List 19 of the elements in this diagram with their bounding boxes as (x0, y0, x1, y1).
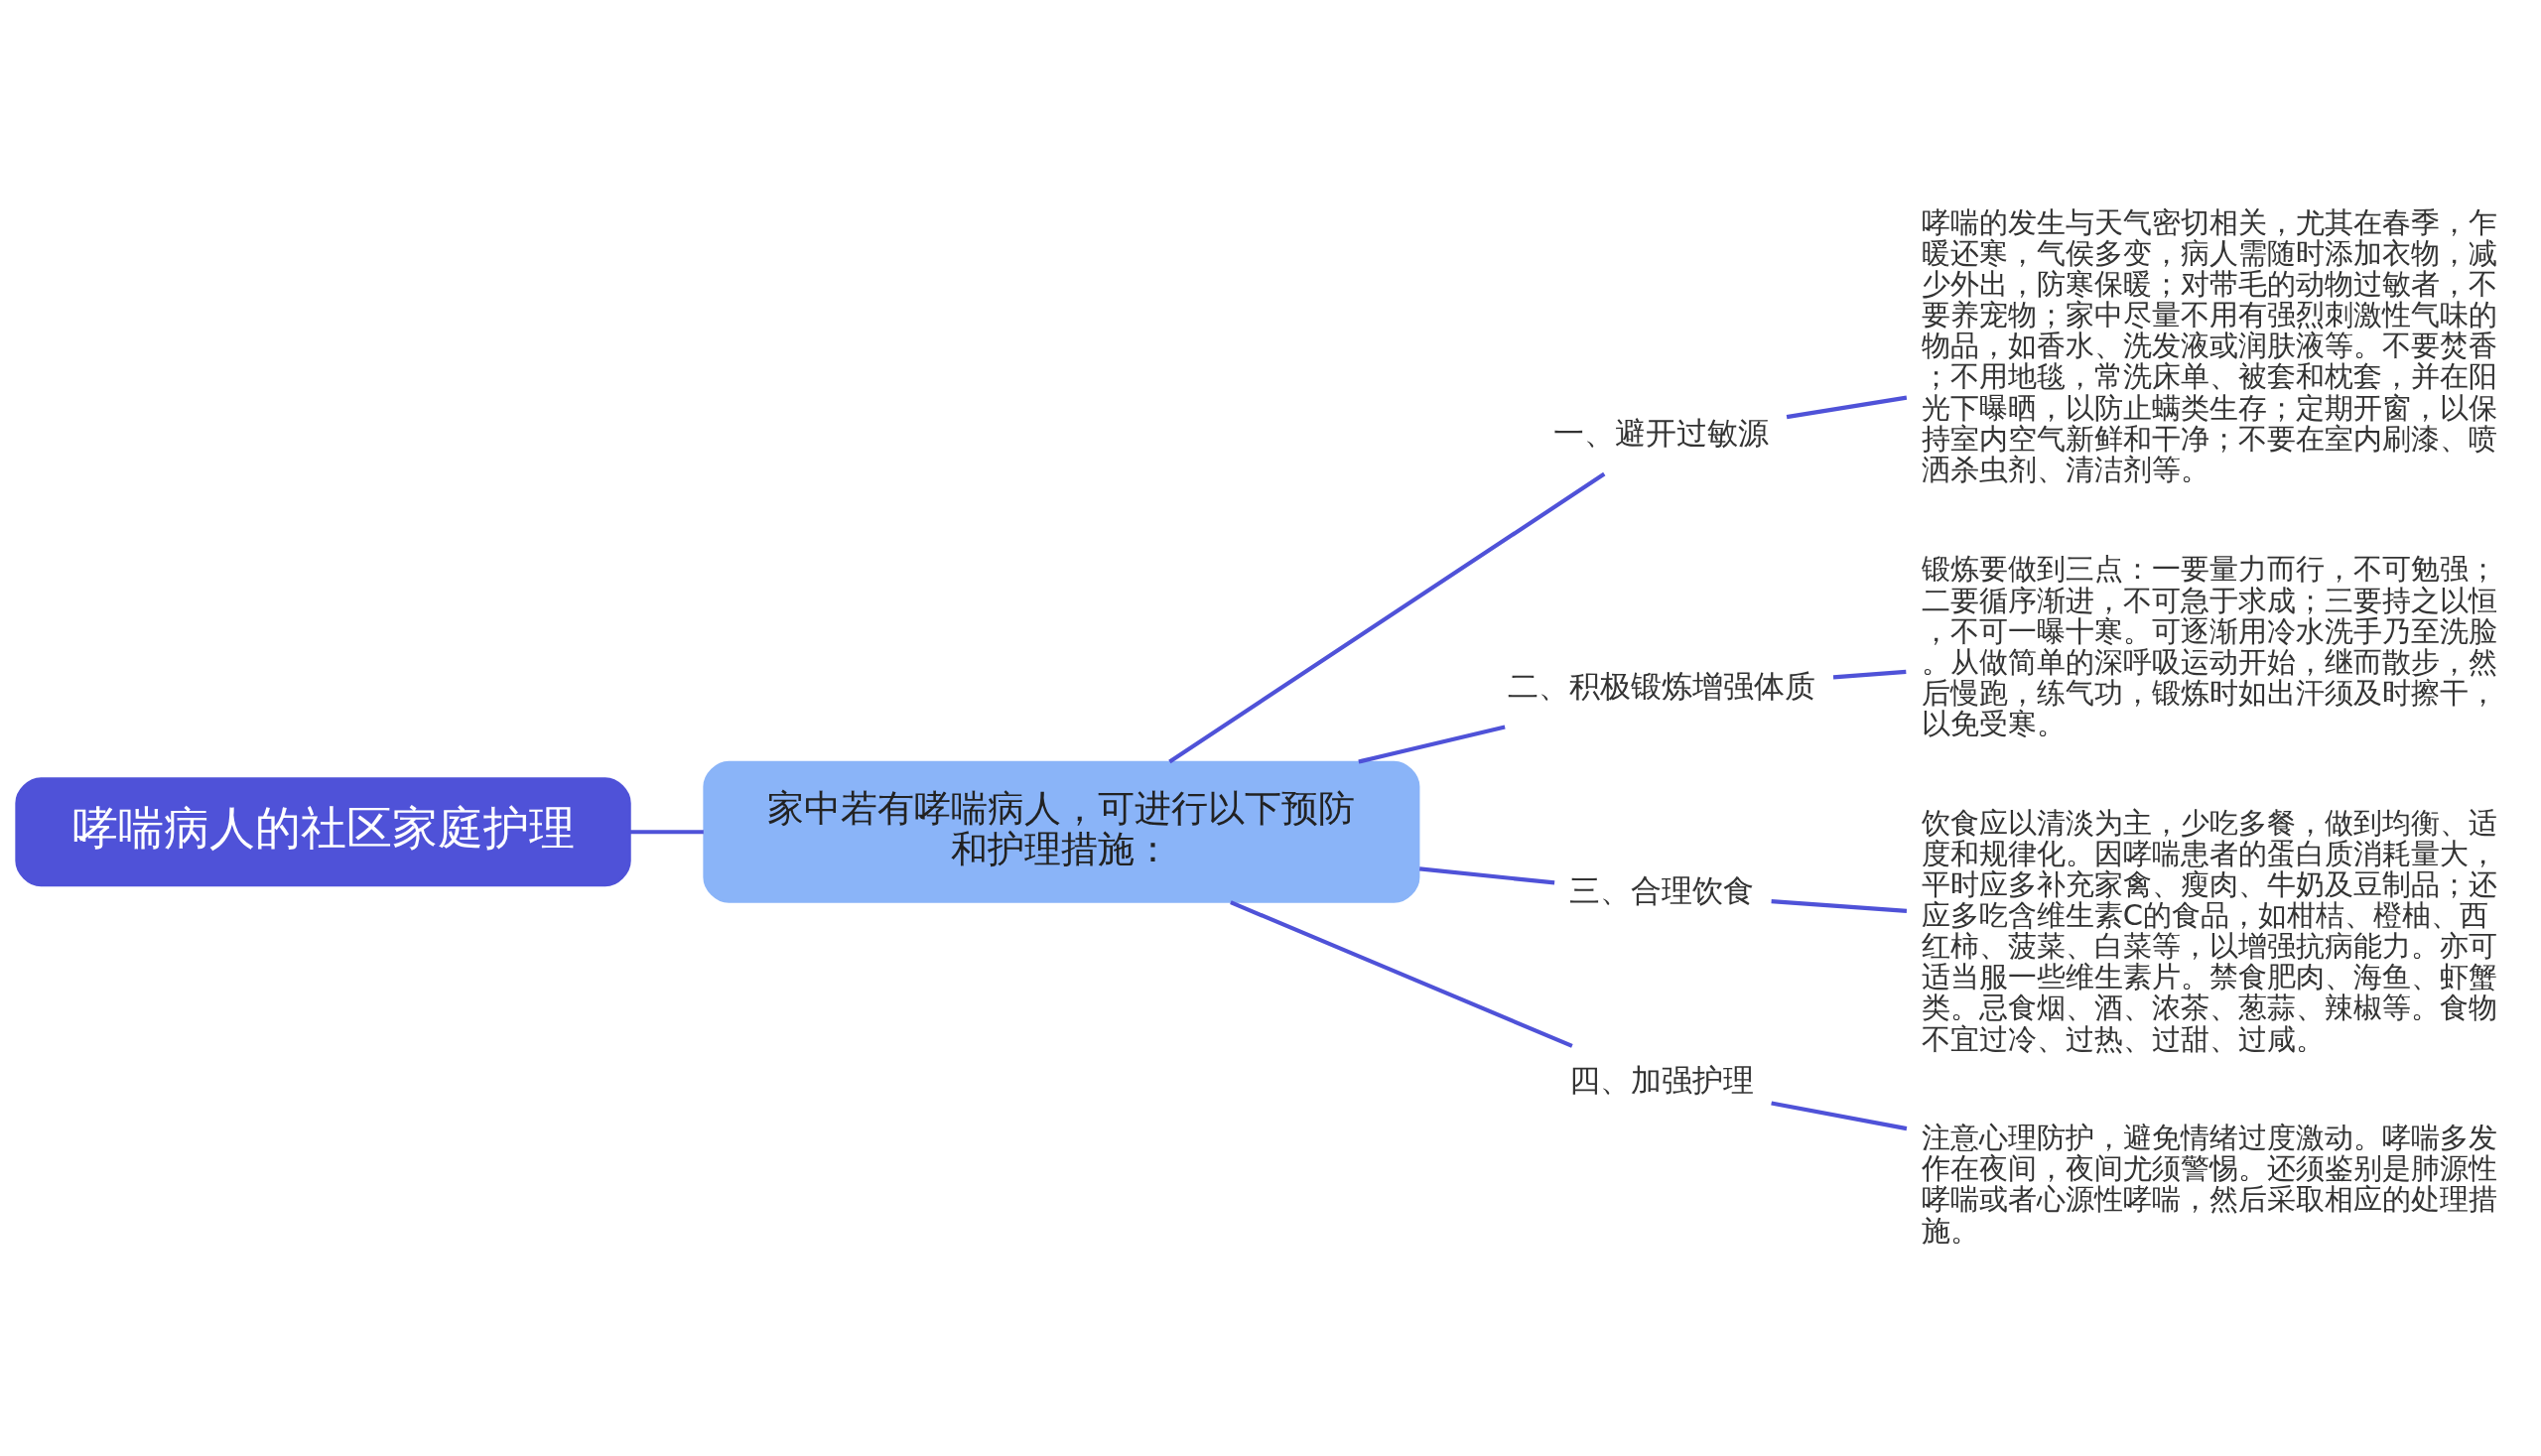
connector (629, 829, 704, 834)
node-box: 哮喘病人的社区家庭护理 (15, 776, 631, 886)
connector (1771, 1101, 1908, 1130)
node-box: 家中若有哮喘病人，可进行以下预防和护理措施： (703, 760, 1420, 903)
connector (1230, 899, 1573, 1048)
connector (1786, 395, 1908, 419)
node-text: 哮喘的发生与天气密切相关，尤其在春季，乍暖还寒，气侯多变，病人需随时添加衣物，减少外出，防寒保暖；对带毛的动物过敏者，不要养宠物；家中尽量不用有强烈刺激性气味的物品，如香水、洗发液或润肤液等。不要焚香；不用地毯，常洗床单、被套和枕套，并在阳光下曝晒，以防止螨类生存；定期开窗，以保持室内空气新鲜和干净；不要在室内刷漆、喷洒杀虫剂、清洁剂等。 (1921, 204, 2497, 486)
node-text: 二、积极锻炼增强体质 (1507, 667, 1815, 704)
connector (1771, 898, 1908, 913)
connector (1358, 724, 1506, 764)
node-text: 四、加强护理 (1568, 1061, 1754, 1098)
connector (1832, 669, 1907, 679)
connector (1418, 865, 1555, 884)
node-text: 饮食应以清淡为主，少吃多餐，做到均衡、适度和规律化。因哮喘患者的蛋白质消耗量大，平时应多补充家禽、瘦肉、牛奶及豆制品；还应多吃含维生素C的食品，如柑桔、橙柚、西红柿、菠菜、白菜等，以增强抗病能力。亦可适当服一些维生素片。禁食肥肉、海鱼、虾蟹类。忌食烟、酒、浓茶、葱蒜、辣椒等。食物不宜过冷、过热、过甜、过咸。 (1921, 805, 2497, 1056)
node-text: 注意心理防护，避免情绪过度激动。哮喘多发作在夜间，夜间尤须警惕。还须鉴别是肺源性哮喘或者心源性哮喘，然后采取相应的处理措施。 (1921, 1120, 2497, 1248)
connector (1168, 471, 1606, 763)
node-text: 一、避开过敏源 (1553, 414, 1770, 451)
node-text: 三、合理饮食 (1568, 871, 1754, 908)
node-text: 锻炼要做到三点：一要量力而行，不可勉强；二要循序渐进，不可急于求成；三要持之以恒，不可一曝十寒。可逐渐用冷水洗手乃至洗脸。从做简单的深呼吸运动开始，继而散步，然后慢跑，练气功，锻炼时如出汗须及时擦干，以免受寒。 (1921, 551, 2497, 740)
